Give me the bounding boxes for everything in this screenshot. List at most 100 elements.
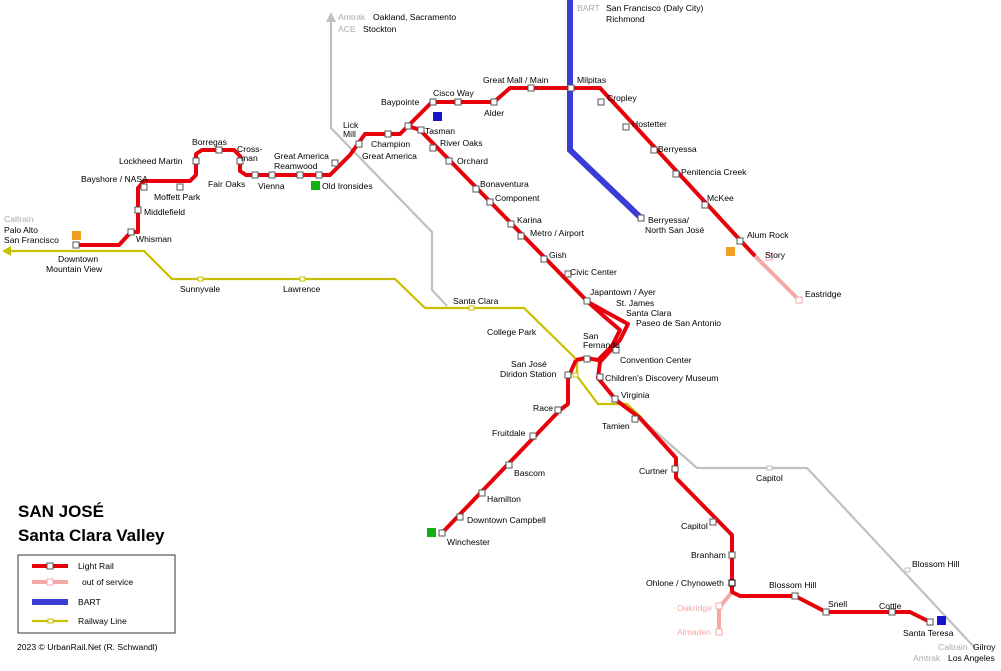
- caltrain-north-arrow-icon: [2, 246, 11, 256]
- caltrain-north-dest1: Palo Alto: [4, 225, 38, 235]
- legend-out-of-service-label: out of service: [82, 577, 133, 587]
- amtrak-ace-line: [329, 20, 448, 307]
- station-label: Blossom Hill: [912, 559, 959, 569]
- station-label: Santa Teresa: [903, 628, 954, 638]
- station-label: River Oaks: [440, 138, 483, 148]
- light-rail-santa-teresa-branch: [638, 416, 931, 624]
- station-label: Sunnyvale: [180, 284, 220, 294]
- transit-transfer-icon: [726, 247, 735, 256]
- station-label: Japantown / Ayer: [590, 287, 656, 297]
- caltrain-south-line: [639, 417, 976, 649]
- station-label: Whisman: [136, 234, 172, 244]
- station-label: St. James: [616, 298, 654, 308]
- station-label: Gish: [549, 250, 567, 260]
- light-rail-line-trunk: [407, 124, 622, 362]
- station-label: Middlefield: [144, 207, 185, 217]
- station-label: Winchester: [447, 537, 490, 547]
- park-ride-icon: [311, 181, 320, 190]
- credit-text: 2023 © UrbanRail.Net (R. Schwandl): [17, 642, 158, 652]
- legend-railway-label: Railway Line: [78, 616, 127, 626]
- amtrak-north-dest: Oakland, Sacramento: [373, 12, 456, 22]
- station-label: Penitencia Creek: [681, 167, 747, 177]
- station-label: Santa Clara: [626, 308, 672, 318]
- station-label: Downtown: [58, 254, 98, 264]
- station-label: Convention Center: [620, 355, 692, 365]
- map-title: SAN JOSÉ: [18, 502, 104, 521]
- park-ride-icon: [427, 528, 436, 537]
- station-label: Metro / Airport: [530, 228, 585, 238]
- station-label: Ohlone / Chynoweth: [646, 578, 724, 588]
- bart-north-operator: BART: [577, 3, 601, 13]
- station-label: Paseo de San Antonio: [636, 318, 721, 328]
- station-label: Lick: [343, 120, 359, 130]
- station-label: Cottle: [879, 601, 902, 611]
- station-label: College Park: [487, 327, 537, 337]
- station-label: Lockheed Martin: [119, 156, 183, 166]
- station-label: Moffett Park: [154, 192, 201, 202]
- station-label: Capitol: [756, 473, 783, 483]
- bart-transfer-icon: [433, 112, 442, 121]
- station-label: Tasman: [425, 126, 455, 136]
- station-label: Almaden: [677, 627, 711, 637]
- station-label: Milpitas: [577, 75, 606, 85]
- ace-north-operator: ACE: [338, 24, 356, 34]
- station-label: Lawrence: [283, 284, 320, 294]
- station-label: Story: [765, 250, 786, 260]
- station-label: Tamien: [602, 421, 630, 431]
- station-label: Cisco Way: [433, 88, 474, 98]
- station-label: Alder: [484, 108, 504, 118]
- other-rail-lines: [329, 20, 976, 649]
- station-label: San: [583, 331, 599, 341]
- station-label: Fruitdale: [492, 428, 526, 438]
- amtrak-south-operator: Amtrak: [913, 653, 941, 663]
- station-label: McKee: [707, 193, 734, 203]
- station-label: Great Mall / Main: [483, 75, 549, 85]
- station-label: Eastridge: [805, 289, 842, 299]
- station-label: Alum Rock: [747, 230, 789, 240]
- station-label: Borregas: [192, 137, 227, 147]
- station-label: Curtner: [639, 466, 668, 476]
- station-label: Snell: [828, 599, 847, 609]
- station-label: Component: [495, 193, 540, 203]
- station-markers: [72, 84, 934, 636]
- amtrak-north-arrow-icon: [326, 12, 336, 22]
- legend: Light Rail out of service BART Railway L…: [17, 554, 176, 634]
- station-label: Children's Discovery Museum: [605, 373, 718, 383]
- light-rail-lines: [76, 86, 931, 624]
- station-label: Great America: [274, 151, 329, 161]
- station-label: Branham: [691, 550, 726, 560]
- amtrak-south-dest: Los Angeles: [948, 653, 995, 663]
- map-subtitle: Santa Clara Valley: [18, 526, 165, 545]
- ace-north-dest: Stockton: [363, 24, 397, 34]
- bart-north-dest2: Richmond: [606, 14, 645, 24]
- caltrain-south-dest: Gilroy: [973, 642, 996, 652]
- station-label: Bascom: [514, 468, 545, 478]
- station-label: Capitol: [681, 521, 708, 531]
- caltrain-north-dest2: San Francisco: [4, 235, 59, 245]
- bart-north-dest1: San Francisco (Daly City): [606, 3, 704, 13]
- station-label: Mill: [343, 129, 356, 139]
- bart-line: [567, 0, 644, 221]
- station-label: Reamwood: [274, 161, 318, 171]
- railway-line: [8, 249, 643, 419]
- station-label: Baypointe: [381, 97, 419, 107]
- amtrak-north-operator: Amtrak: [338, 12, 366, 22]
- station-label: Downtown Campbell: [467, 515, 546, 525]
- station-label: Santa Clara: [453, 296, 499, 306]
- station-label: Mountain View: [46, 264, 103, 274]
- station-label: Bayshore / NASA: [81, 174, 148, 184]
- station-label: Berryessa/: [648, 215, 690, 225]
- legend-light-rail-label: Light Rail: [78, 561, 114, 571]
- legend-bart-label: BART: [78, 597, 102, 607]
- station-label: Blossom Hill: [769, 580, 816, 590]
- caltrain-south-operator: Caltrain: [938, 642, 968, 652]
- caltrain-north-operator: Caltrain: [4, 214, 34, 224]
- station-label: Fernando: [583, 340, 620, 350]
- station-labels: Downtown Mountain View Whisman Middlefie…: [46, 75, 959, 638]
- station-label: Champion: [371, 139, 410, 149]
- station-label: San José: [511, 359, 547, 369]
- caltrain-transfer-icon: [72, 231, 81, 240]
- station-label: Hostetter: [632, 119, 667, 129]
